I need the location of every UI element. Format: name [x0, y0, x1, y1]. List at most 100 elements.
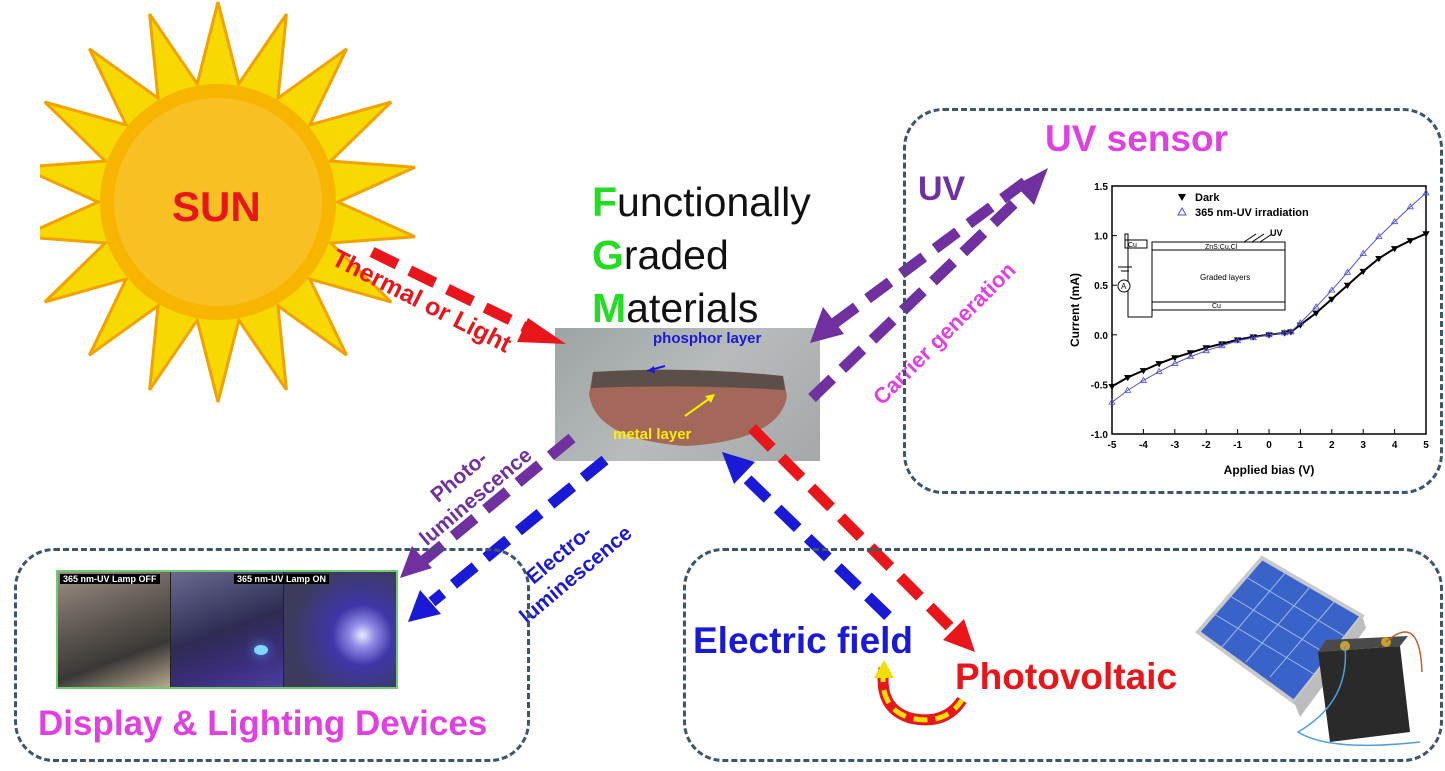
data-point-uv [1280, 329, 1289, 336]
sun-icon [40, 1, 416, 403]
display-lighting-panel [14, 548, 530, 762]
lamp-photo-on [171, 572, 283, 687]
lamp-on-label: 365 nm-UV Lamp ON [234, 574, 330, 584]
thermal-light-arrowhead [517, 318, 566, 344]
display-lighting-title: Display & Lighting Devices [38, 704, 488, 743]
chart-ylabel: Current (mA) [1068, 273, 1082, 347]
title-line-functionally: Functionally [592, 179, 811, 225]
data-point-dark [1108, 383, 1116, 391]
data-point-uv [1359, 249, 1367, 256]
electroluminescence-arrowhead [408, 590, 441, 622]
inset-meter: A [1121, 282, 1127, 291]
series-line-uv [1111, 192, 1427, 403]
data-point-uv [1155, 367, 1163, 374]
electric-field-label: Electric field [693, 620, 914, 661]
inset-cu-bottom: Cu [1212, 303, 1221, 310]
uv-sensor-title: UV sensor [1045, 118, 1229, 159]
y-tick-label: 0.5 [1094, 281, 1108, 292]
data-point-dark [1155, 361, 1163, 368]
uv-arrowhead [810, 307, 844, 343]
x-tick-label: 3 [1360, 440, 1366, 451]
sun-label: SUN [172, 183, 261, 230]
x-tick-label: 0 [1266, 440, 1272, 451]
x-tick-label: -3 [1170, 440, 1179, 451]
y-tick-label: -1.0 [1091, 430, 1109, 441]
phosphor-layer-label: phosphor layer [653, 330, 762, 347]
data-point-uv [1186, 352, 1195, 360]
data-point-dark [1359, 268, 1367, 276]
lamp-spot [254, 645, 268, 655]
y-tick-label: -0.5 [1091, 380, 1109, 391]
photoluminescence-arrow-line [418, 433, 576, 567]
data-point-dark [1390, 246, 1399, 253]
inset-uv: UV [1270, 228, 1283, 238]
legend-dark-marker [1178, 194, 1186, 201]
legend-dark-label: Dark [1195, 192, 1220, 204]
data-point-uv [1265, 331, 1273, 338]
photoluminescence-arrowhead [400, 546, 432, 578]
data-point-uv [1406, 203, 1415, 210]
data-point-uv [1123, 386, 1132, 393]
inset-cu-top: Cu [1128, 242, 1137, 249]
data-point-uv [1328, 286, 1336, 293]
data-point-uv [1375, 232, 1383, 239]
data-point-dark [1312, 310, 1320, 317]
data-point-uv [1312, 303, 1320, 310]
photovoltaic-label: Photovoltaic [955, 656, 1178, 697]
data-point-dark [1123, 375, 1132, 382]
data-point-dark [1218, 341, 1226, 348]
photovoltaic-arrow-line [748, 424, 959, 636]
energy-loop [877, 667, 967, 726]
data-point-uv [1390, 217, 1399, 225]
data-point-uv [1171, 359, 1179, 366]
carrier-arrow-line [808, 186, 1032, 402]
uv-sensor-panel [903, 108, 1443, 494]
iv-chart: -5 -4 -3 -2 -1 0 1 2 3 4 5 -1.0 -0.5 0.0 0.5 1.0 1.5 Dar… [1068, 182, 1430, 477]
data-point-dark [1343, 282, 1352, 289]
x-tick-label: 5 [1423, 440, 1429, 451]
data-point-uv [1139, 376, 1148, 383]
inset-graded: Graded layers [1200, 273, 1250, 282]
y-tick-label: 0.0 [1094, 331, 1108, 342]
x-tick-label: 4 [1392, 440, 1398, 451]
lamp-photos: 365 nm-UV Lamp OFF 365 nm-UV Lamp ON [56, 570, 398, 689]
electroluminescence-arrow-line [428, 455, 609, 607]
x-tick-label: -4 [1139, 440, 1148, 451]
photovoltaic-panel [683, 548, 1443, 762]
data-point-dark [1139, 368, 1148, 375]
x-tick-label: 1 [1298, 440, 1304, 451]
data-point-uv [1218, 341, 1226, 349]
photovoltaic-arrowhead [943, 619, 975, 652]
inset-layer: ZnS:Cu,Cl [1205, 244, 1238, 251]
data-point-dark [1375, 256, 1383, 263]
y-tick-label: 1.0 [1094, 232, 1108, 243]
lamp-off-label: 365 nm-UV Lamp OFF [60, 574, 160, 584]
legend-uv-label: 365 nm-UV irradiation [1195, 207, 1309, 219]
chart-xlabel: Applied bias (V) [1224, 463, 1315, 477]
data-point-uv [1287, 328, 1295, 335]
title-line-materials: Materials [592, 285, 759, 331]
uv-label: UV [918, 170, 966, 208]
x-tick-label: -5 [1108, 440, 1117, 451]
data-point-uv [1343, 268, 1352, 275]
data-point-uv [1108, 398, 1116, 405]
data-point-dark [1328, 296, 1336, 303]
data-point-uv [1202, 346, 1210, 354]
data-point-uv [1422, 189, 1430, 196]
energy-loop-arrowhead [874, 660, 894, 678]
legend-uv-marker [1177, 206, 1187, 216]
x-tick-label: -1 [1233, 440, 1242, 451]
x-tick-label: 2 [1329, 440, 1335, 451]
title-line-graded: Graded [592, 232, 729, 278]
solar-panel-battery-icon [1195, 555, 1423, 747]
data-point-dark [1406, 238, 1415, 245]
thermal-light-arrow-line [369, 247, 538, 337]
electric-field-arrow-line [734, 466, 892, 620]
carrier-arrowhead [1016, 168, 1048, 205]
lamp-photo-glow [284, 572, 396, 687]
x-tick-label: -2 [1202, 440, 1211, 451]
y-tick-label: 1.5 [1094, 182, 1108, 193]
electric-field-arrowhead [722, 452, 755, 484]
data-point-uv [1233, 336, 1242, 344]
